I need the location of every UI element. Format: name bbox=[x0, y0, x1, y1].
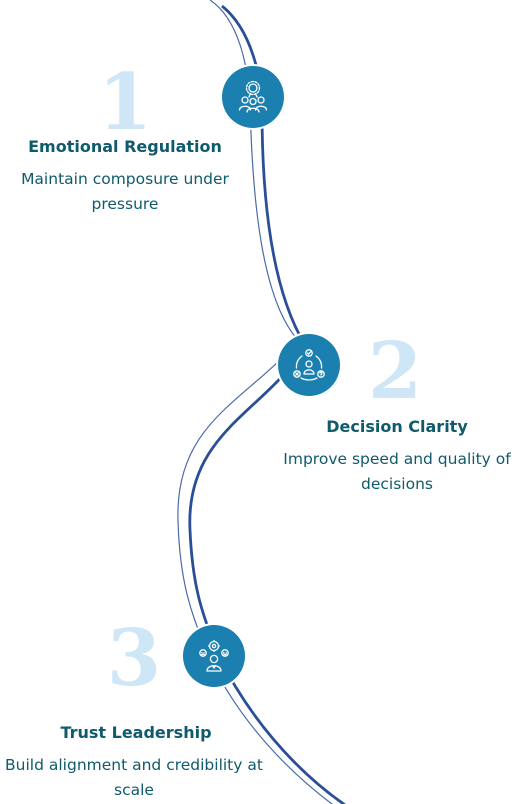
step-node-1 bbox=[222, 66, 284, 128]
step-title-3: Trust Leadership bbox=[60, 723, 212, 742]
decision-cycle-icon bbox=[293, 349, 325, 381]
step-title-1: Emotional Regulation bbox=[28, 137, 222, 156]
step-description-3: Build alignment and credibility at scale bbox=[5, 756, 263, 799]
step-number-3: 3 bbox=[106, 613, 162, 704]
step-number-1: 1 bbox=[97, 57, 153, 148]
step-number-2: 2 bbox=[367, 326, 423, 417]
step-node-3 bbox=[183, 625, 245, 687]
team-award-icon bbox=[238, 80, 268, 113]
step-description-1: Maintain composure under pressure bbox=[21, 170, 229, 213]
step-title-2: Decision Clarity bbox=[326, 417, 468, 436]
step-node-2 bbox=[278, 334, 340, 396]
step-description-2: Improve speed and quality of decisions bbox=[283, 450, 511, 493]
leader-mindset-icon bbox=[199, 639, 229, 672]
